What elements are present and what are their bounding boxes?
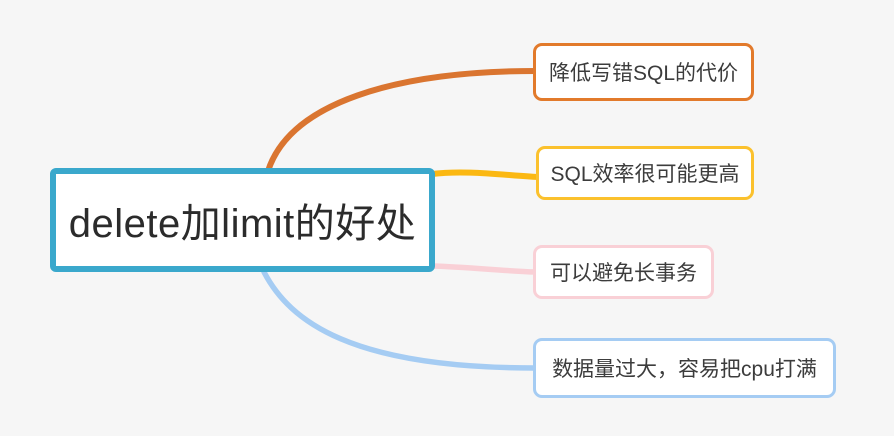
root-node-label: delete加limit的好处	[68, 202, 417, 246]
branch-node-3[interactable]: 可以避免长事务	[533, 245, 714, 299]
branch-node-2-label: SQL效率很可能更高	[550, 163, 740, 186]
branch-node-1-label: 降低写错SQL的代价	[548, 62, 739, 85]
branch-node-1[interactable]: 降低写错SQL的代价	[533, 43, 754, 101]
connector-branch-3	[429, 263, 538, 275]
connector-branch-1	[265, 68, 539, 174]
branch-node-3-label: 可以避免长事务	[550, 262, 697, 285]
connector-branch-2	[429, 169, 541, 180]
branch-node-2[interactable]: SQL效率很可能更高	[536, 146, 754, 200]
branch-node-4[interactable]: 数据量过大，容易把cpu打满	[533, 338, 836, 398]
connector-branch-4	[261, 269, 538, 371]
branch-node-4-label: 数据量过大，容易把cpu打满	[552, 358, 817, 381]
root-node[interactable]: delete加limit的好处	[50, 168, 435, 272]
